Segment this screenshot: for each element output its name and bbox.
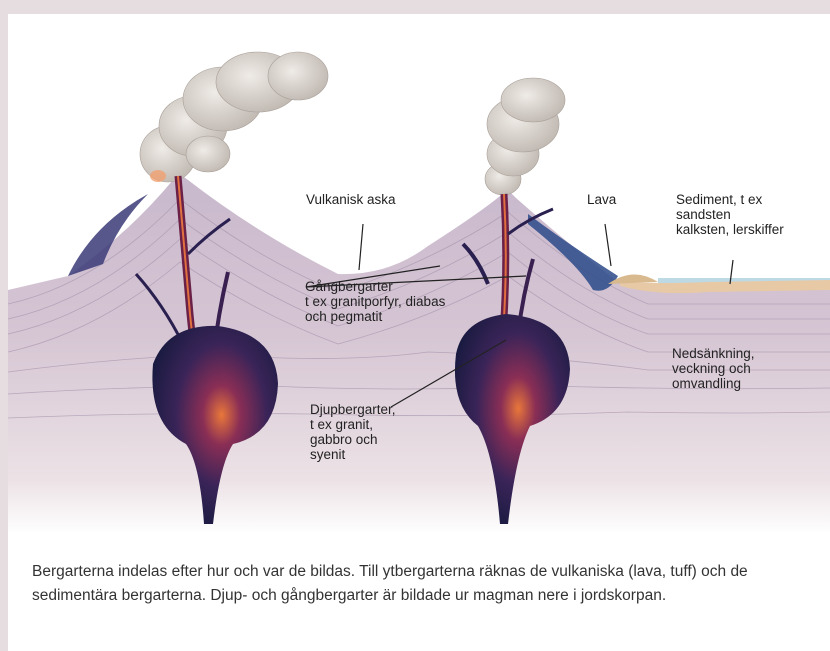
label-sediment: Sediment, t ex sandsten kalksten, lerski… — [676, 192, 784, 237]
diagram-frame: Vulkanisk aska Lava Sediment, t ex sands… — [8, 14, 830, 651]
label-nedsankning: Nedsänkning, veckning och omvandling — [672, 346, 755, 391]
ash-cloud-right — [485, 78, 565, 195]
leader-vulkanisk-aska — [359, 224, 363, 270]
eruption-glow-left — [150, 170, 166, 182]
caption: Bergarterna indelas efter hur och var de… — [32, 560, 822, 608]
label-gangbergarter: Gångbergarter t ex granitporfyr, diabas … — [305, 279, 445, 324]
label-djupbergarter: Djupbergarter, t ex granit, gabbro och s… — [310, 402, 396, 462]
label-vulkanisk-aska: Vulkanisk aska — [306, 192, 396, 207]
volcano-cross-section — [8, 14, 830, 534]
leader-lava — [605, 224, 611, 266]
label-lava: Lava — [587, 192, 616, 207]
ash-cloud-left — [140, 52, 328, 182]
